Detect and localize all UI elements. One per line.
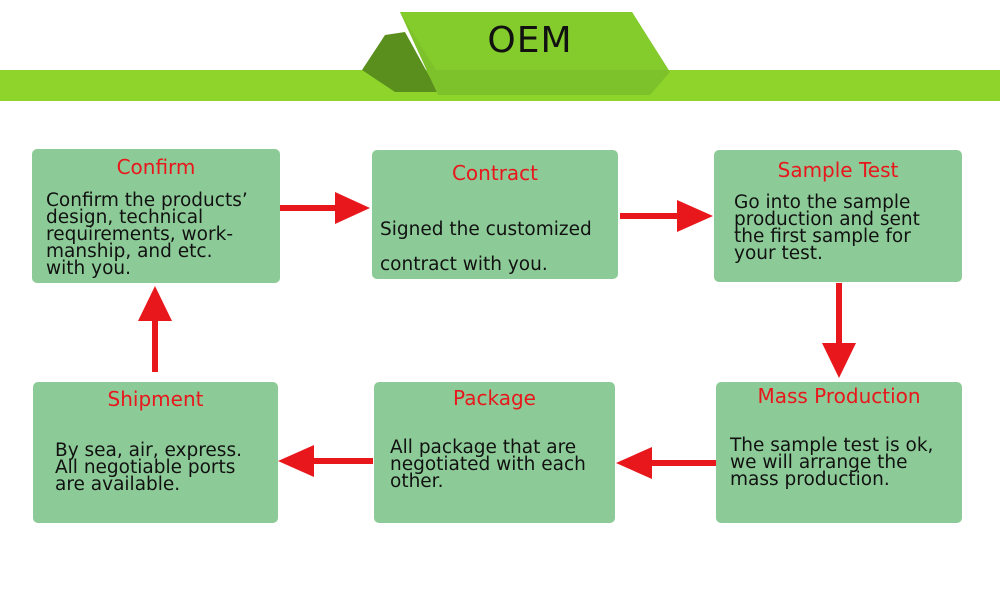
step-title: Contract: [451, 161, 539, 185]
step-title: Sample Test: [777, 158, 899, 182]
step-description: The sample test is ok, we will arrange t…: [730, 435, 934, 490]
step-description: All package that are negotiated with eac…: [390, 437, 586, 492]
step-description: By sea, air, express. All negotiable por…: [55, 440, 242, 495]
arrow-right-icon: [620, 200, 713, 232]
step-mass-production: Mass Production The sample test is ok, w…: [716, 382, 962, 523]
step-title: Package: [453, 386, 536, 410]
step-confirm: Confirm Confirm the products’ design, te…: [32, 149, 280, 283]
step-title: Shipment: [107, 387, 204, 411]
arrow-left-icon: [616, 447, 716, 479]
banner: [0, 12, 1000, 101]
arrow-up-icon: [138, 286, 172, 372]
banner-tab-highlight: [400, 12, 668, 70]
step-title: Mass Production: [757, 384, 921, 408]
arrow-down-icon: [822, 283, 856, 378]
arrow-left-icon: [278, 445, 373, 477]
step-title: Confirm: [116, 155, 196, 179]
arrow-right-icon: [280, 192, 370, 224]
step-description: Confirm the products’ design, technical …: [46, 190, 248, 279]
banner-title: OEM: [487, 20, 573, 61]
step-description: Signed the customized contract with you.: [380, 219, 592, 275]
step-contract: Contract Signed the customized contract …: [372, 150, 618, 279]
step-shipment: Shipment By sea, air, express. All negot…: [33, 382, 278, 523]
step-package: Package All package that are negotiated …: [374, 382, 615, 523]
step-sample-test: Sample Test Go into the sample productio…: [714, 150, 962, 282]
step-description: Go into the sample production and sent t…: [734, 192, 920, 264]
banner-fold: [362, 32, 438, 92]
